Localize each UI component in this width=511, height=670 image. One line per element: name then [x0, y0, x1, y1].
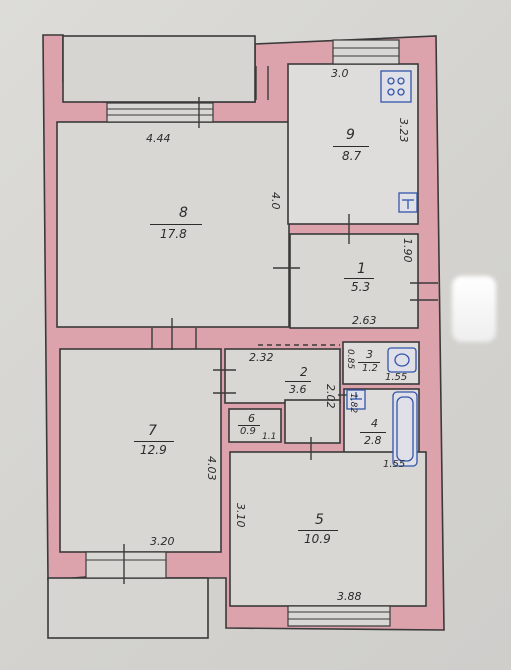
dim-2-63: 2.63: [352, 314, 377, 327]
room-7-number: 7: [148, 423, 157, 439]
room-6-number: 6: [248, 412, 255, 425]
dim-0-85: 0.85: [345, 349, 355, 370]
room-2-floor: [224, 348, 341, 404]
room-2-number: 2: [300, 365, 308, 379]
dim-1-55-bath: 1.55: [383, 459, 406, 470]
toilet-icon: [387, 347, 417, 373]
balcony-bottom: [47, 577, 209, 639]
dim-1-82: 1.82: [348, 393, 358, 414]
balcony-top: [62, 35, 256, 103]
stove-icon: [380, 70, 412, 103]
room-8-number: 8: [179, 205, 188, 221]
window-room-8: [106, 102, 214, 123]
washbasin-icon: [346, 389, 366, 410]
dim-4-44: 4.44: [146, 132, 171, 145]
room-7-divider: [134, 441, 174, 442]
room-3-divider: [358, 362, 380, 363]
room-5-area: 10.9: [304, 532, 331, 546]
room-2-area: 3.6: [289, 383, 307, 396]
dim-3-10: 3.10: [234, 503, 247, 528]
window-room-9: [332, 39, 400, 65]
room-6-area: 0.9: [240, 426, 256, 437]
room-9-divider: [333, 146, 369, 147]
room-1-floor: [289, 233, 419, 329]
redaction-sticker: [452, 276, 496, 342]
room-1-divider: [344, 278, 374, 279]
dim-4-03: 4.03: [205, 456, 218, 481]
dim-3-20: 3.20: [150, 535, 175, 548]
room-8-area: 17.8: [160, 227, 187, 241]
kitchen-sink-icon: [398, 192, 418, 213]
window-room-5: [287, 605, 391, 627]
room-3-area: 1.2: [362, 363, 378, 374]
room-5-divider: [298, 530, 338, 531]
dim-1-55-wc: 1.55: [385, 372, 408, 383]
room-9-number: 9: [346, 127, 355, 143]
room-2-floor-lower: [284, 399, 341, 444]
dim-4-0: 4.0: [269, 192, 282, 210]
room-4-area: 2.8: [364, 434, 382, 447]
room-4-number: 4: [371, 417, 378, 430]
room-6-divider: [238, 425, 260, 426]
dim-1-1: 1.1: [262, 432, 277, 442]
room-1-area: 5.3: [351, 280, 371, 294]
room-4-divider: [360, 432, 386, 433]
dim-3-88: 3.88: [337, 590, 362, 603]
dim-1-90: 1.90: [401, 238, 414, 263]
room-1-number: 1: [357, 261, 366, 277]
room-8-divider: [150, 224, 202, 225]
door-marks: [123, 66, 438, 584]
dim-3-23: 3.23: [397, 118, 410, 143]
room-5-number: 5: [315, 512, 324, 528]
room-9-area: 8.7: [342, 149, 362, 163]
room-3-number: 3: [366, 348, 373, 361]
room-2-divider: [285, 381, 311, 382]
room-7-floor: [59, 348, 222, 553]
room-7-area: 12.9: [140, 443, 167, 457]
dim-2-32: 2.32: [249, 351, 274, 364]
bathtub-icon: [392, 391, 418, 467]
dim-2-02: 2.02: [324, 384, 337, 409]
dim-3-0: 3.0: [331, 67, 349, 80]
window-room-7: [85, 551, 167, 579]
room-5-floor: [229, 451, 427, 607]
